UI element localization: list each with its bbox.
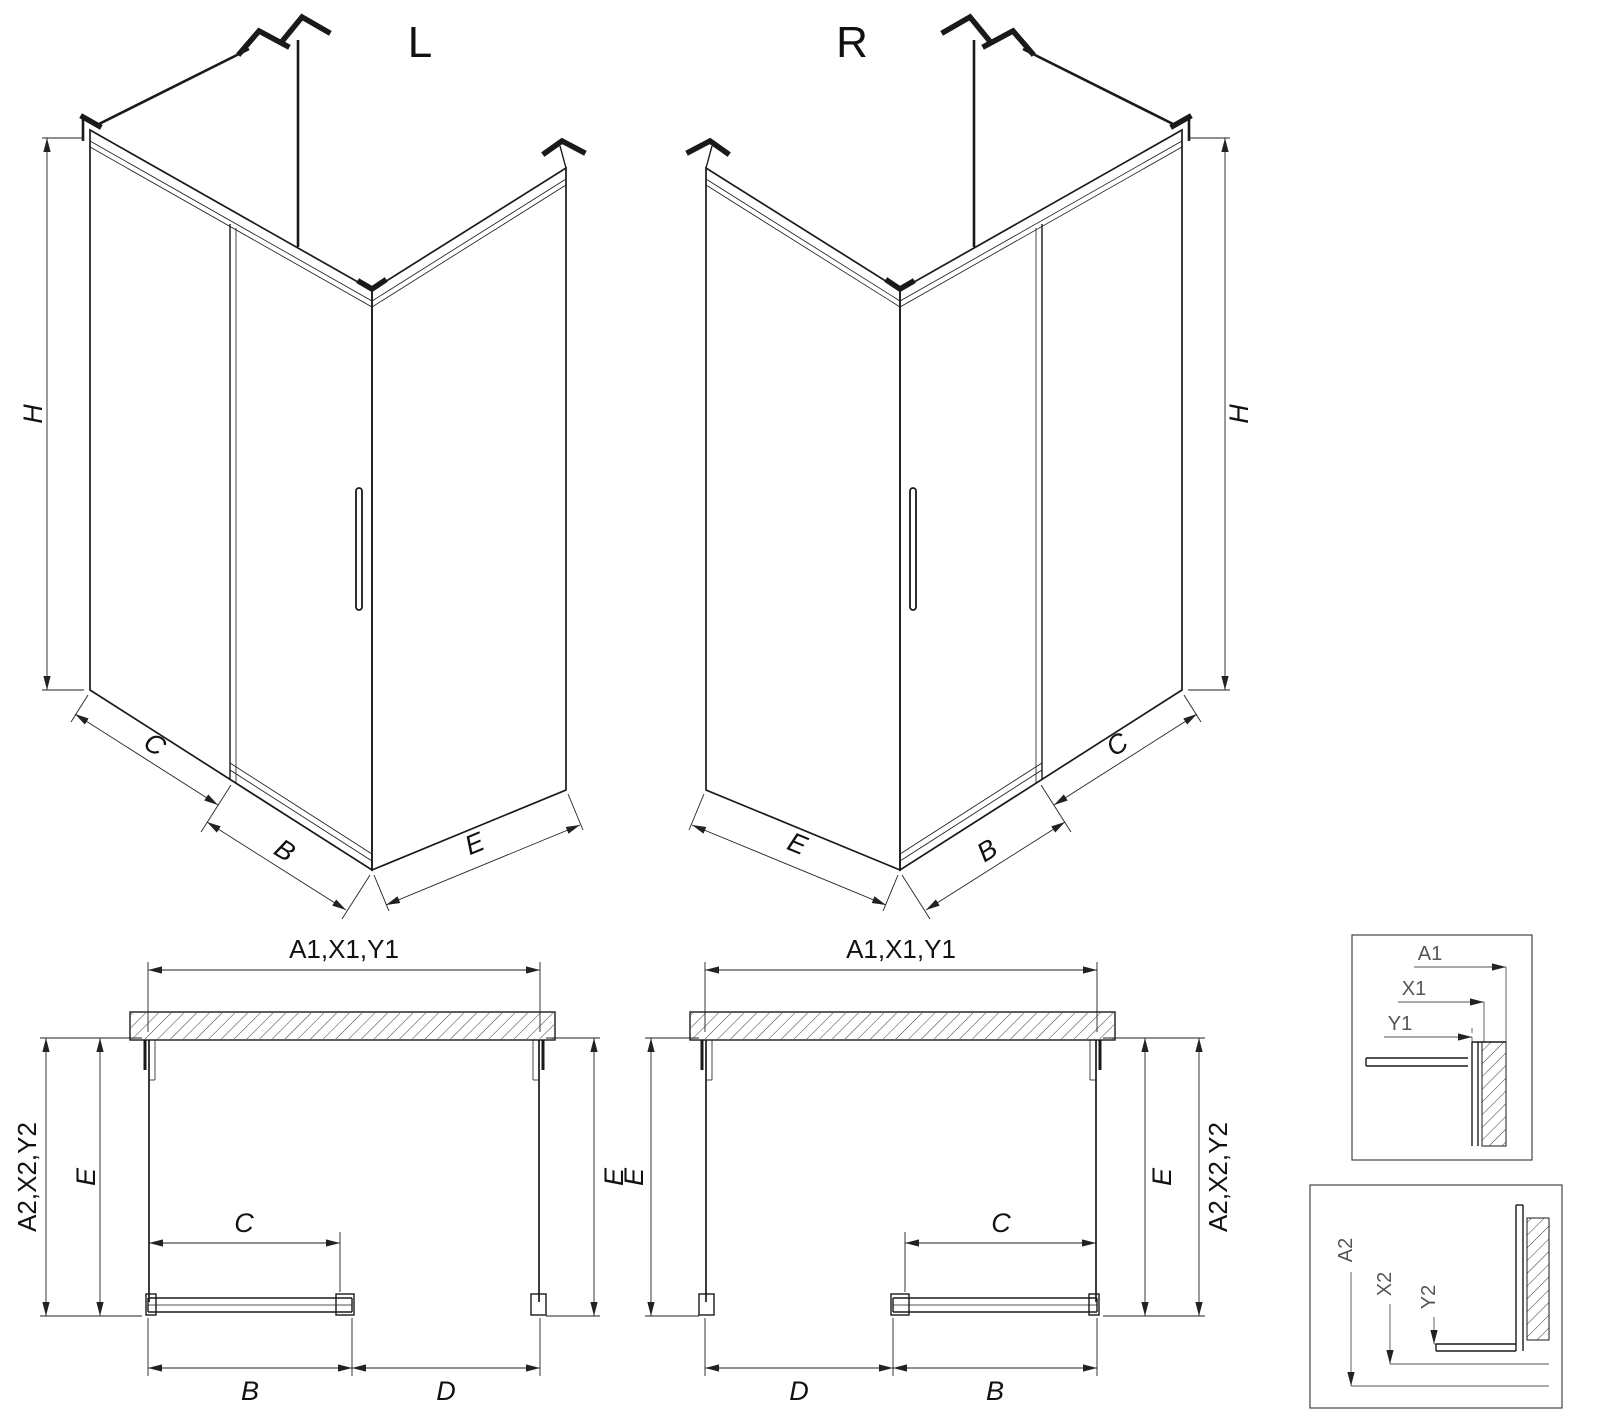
dim-label-b-right: B xyxy=(972,833,1003,868)
detail-label-x1: X1 xyxy=(1402,978,1426,1000)
view-title-left: L xyxy=(408,18,432,67)
dim-label-a2x2y2-planL: A2,X2,Y2 xyxy=(12,1122,42,1232)
dim-label-b-left: B xyxy=(269,833,300,868)
dim-label-a1x1y1-planL: A1,X1,Y1 xyxy=(289,934,399,964)
detail-label-a1: A1 xyxy=(1418,943,1442,965)
detail-view-a1x1y1: A1 X1 Y1 xyxy=(1351,934,1533,1161)
dim-label-e-planR-right: E xyxy=(1147,1167,1177,1186)
dim-label-h-right: H xyxy=(1224,404,1254,424)
view-title-right: R xyxy=(836,18,868,67)
detail-label-y1: Y1 xyxy=(1388,1013,1412,1035)
iso-view-right: R H C B E xyxy=(689,17,1254,919)
iso-view-left: L H C B E xyxy=(18,17,583,919)
dim-label-e-left: E xyxy=(461,826,490,861)
dim-label-c-planR: C xyxy=(991,1208,1011,1238)
detail-label-y2: Y2 xyxy=(1418,1285,1440,1309)
wall-hatch-detail-bottom xyxy=(1526,1217,1550,1341)
wall-hatch-left-plan xyxy=(131,1013,554,1039)
wall-hatch-right-plan xyxy=(691,1013,1114,1039)
plan-view-left: A1,X1,Y1 A2,X2,Y2 E E C B D xyxy=(12,934,629,1406)
dim-label-c-planL: C xyxy=(234,1208,254,1238)
dim-label-b-planL: B xyxy=(241,1376,259,1406)
dim-label-d-planR: D xyxy=(789,1376,809,1406)
plan-view-right: A1,X1,Y1 A2,X2,Y2 E E C D B xyxy=(619,934,1233,1406)
dim-label-a1x1y1-planR: A1,X1,Y1 xyxy=(846,934,956,964)
dim-label-a2x2y2-planR: A2,X2,Y2 xyxy=(1203,1122,1233,1232)
dim-label-h-left: H xyxy=(18,404,48,424)
dim-label-e-planL-left: E xyxy=(71,1167,101,1186)
dim-label-b-planR: B xyxy=(986,1376,1004,1406)
dim-label-e-planL-right: E xyxy=(599,1167,629,1186)
detail-label-x2: X2 xyxy=(1374,1272,1396,1296)
dim-label-d-planL: D xyxy=(436,1376,456,1406)
wall-hatch-detail-top xyxy=(1481,1041,1507,1147)
dim-label-e-right: E xyxy=(783,826,812,861)
detail-label-a2: A2 xyxy=(1335,1238,1357,1262)
dim-label-e-planR-left: E xyxy=(619,1167,649,1186)
detail-view-a2x2y2: A2 X2 Y2 xyxy=(1309,1184,1563,1409)
